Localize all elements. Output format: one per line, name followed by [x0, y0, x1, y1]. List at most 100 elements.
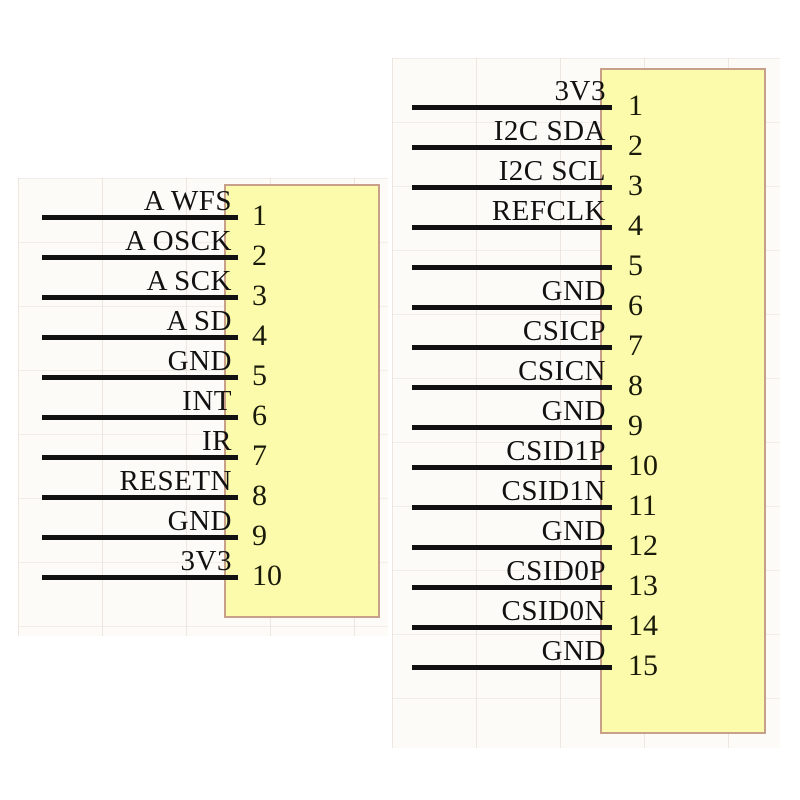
pin-row[interactable]: REFCLK	[412, 190, 612, 230]
pin-wire	[412, 625, 612, 630]
pin-number: 9	[628, 409, 643, 442]
pin-row[interactable]: A WFS	[42, 180, 238, 220]
pin-label: I2C SDA	[493, 115, 606, 147]
pin-number: 12	[628, 529, 658, 562]
pin-number: 15	[628, 649, 658, 682]
pin-label: CSID0N	[501, 595, 606, 627]
pin-row[interactable]: A OSCK	[42, 220, 238, 260]
pin-row[interactable]: RESETN	[42, 460, 238, 500]
pin-wire	[42, 575, 238, 580]
pin-wire	[42, 455, 238, 460]
pin-label: 3V3	[554, 75, 606, 107]
pin-wire	[412, 305, 612, 310]
pin-label: REFCLK	[491, 195, 606, 227]
pin-row[interactable]: I2C SCL	[412, 150, 612, 190]
pin-row[interactable]: 3V3	[412, 70, 612, 110]
pin-number: 2	[252, 239, 267, 272]
pin-wire	[412, 585, 612, 590]
pin-wire	[412, 145, 612, 150]
pin-number: 6	[252, 399, 267, 432]
pin-row[interactable]: GND	[412, 510, 612, 550]
pin-label: CSID0P	[506, 555, 606, 587]
pin-number: 5	[628, 249, 643, 282]
pin-number: 10	[628, 449, 658, 482]
pin-row[interactable]: GND	[412, 630, 612, 670]
pin-wire	[42, 215, 238, 220]
pin-wire	[42, 335, 238, 340]
pin-label: CSICP	[522, 315, 606, 347]
pin-wire	[42, 495, 238, 500]
pin-number: 11	[628, 489, 657, 522]
pin-row[interactable]: INT	[42, 380, 238, 420]
pin-wire	[42, 375, 238, 380]
pin-wire	[412, 665, 612, 670]
pin-row[interactable]: CSICN	[412, 350, 612, 390]
pin-row[interactable]: CSID0P	[412, 550, 612, 590]
pin-number: 4	[252, 319, 267, 352]
pin-label: A SD	[166, 305, 232, 337]
pin-wire	[412, 545, 612, 550]
pin-label: A WFS	[143, 185, 232, 217]
pin-number: 8	[252, 479, 267, 512]
connector-left-body	[224, 184, 380, 618]
pin-row[interactable]: I2C SDA	[412, 110, 612, 150]
pin-number: 3	[252, 279, 267, 312]
pin-label: INT	[182, 385, 232, 417]
pin-number: 8	[628, 369, 643, 402]
pin-label: GND	[541, 275, 606, 307]
pin-number: 7	[252, 439, 267, 472]
pin-label: GND	[167, 505, 232, 537]
pin-label: RESETN	[119, 465, 232, 497]
pin-wire	[412, 465, 612, 470]
pin-label: CSID1P	[506, 435, 606, 467]
pin-number: 7	[628, 329, 643, 362]
pin-wire	[412, 265, 612, 270]
pin-wire	[412, 345, 612, 350]
pin-number: 1	[628, 89, 643, 122]
pin-number: 1	[252, 199, 267, 232]
pin-label: 3V3	[180, 545, 232, 577]
pin-number: 6	[628, 289, 643, 322]
pin-number: 10	[252, 559, 282, 592]
pin-wire	[412, 385, 612, 390]
pin-number: 4	[628, 209, 643, 242]
pin-wire	[42, 415, 238, 420]
pin-wire	[42, 255, 238, 260]
pin-row[interactable]: CSID0N	[412, 590, 612, 630]
pin-row[interactable]: GND	[42, 340, 238, 380]
pin-wire	[412, 225, 612, 230]
pin-row[interactable]: A SCK	[42, 260, 238, 300]
pin-row[interactable]: GND	[412, 390, 612, 430]
pin-wire	[42, 535, 238, 540]
pin-row[interactable]	[412, 230, 612, 270]
pin-label: CSICN	[518, 355, 606, 387]
pin-label: IR	[202, 425, 232, 457]
pin-row[interactable]: 3V3	[42, 540, 238, 580]
pin-label: GND	[541, 515, 606, 547]
pin-number: 3	[628, 169, 643, 202]
pin-number: 9	[252, 519, 267, 552]
connector-left[interactable]: A WFS A OSCK A SCK A SD GND INT IR RESETN GND 3V3…	[0, 0, 400, 800]
pin-label: A SCK	[146, 265, 232, 297]
pin-row[interactable]: GND	[412, 270, 612, 310]
pin-row[interactable]: GND	[42, 500, 238, 540]
pin-label: A OSCK	[125, 225, 232, 257]
pin-number: 5	[252, 359, 267, 392]
pin-wire	[42, 295, 238, 300]
pin-row[interactable]: CSICP	[412, 310, 612, 350]
pin-row[interactable]: A SD	[42, 300, 238, 340]
pin-wire	[412, 425, 612, 430]
pin-label: GND	[167, 345, 232, 377]
pin-number: 13	[628, 569, 658, 602]
pin-label: I2C SCL	[498, 155, 606, 187]
pin-number: 14	[628, 609, 658, 642]
pin-row[interactable]: CSID1P	[412, 430, 612, 470]
pin-row[interactable]: CSID1N	[412, 470, 612, 510]
pin-label: CSID1N	[501, 475, 606, 507]
pin-number: 2	[628, 129, 643, 162]
pin-row[interactable]: IR	[42, 420, 238, 460]
pin-label: GND	[541, 395, 606, 427]
pin-wire	[412, 505, 612, 510]
